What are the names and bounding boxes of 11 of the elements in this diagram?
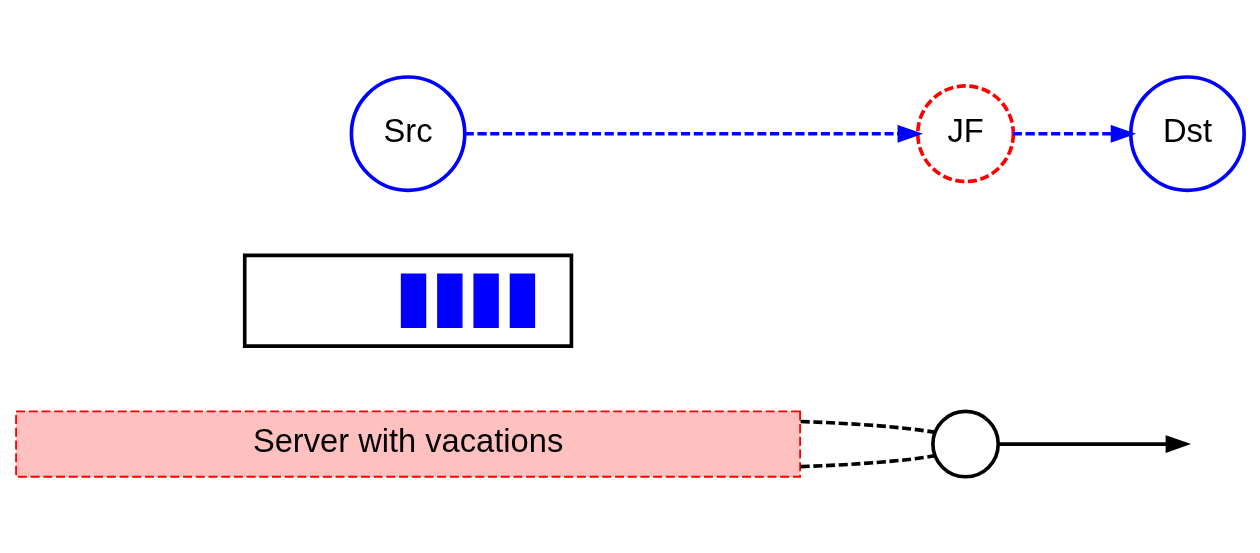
arrow [465, 124, 924, 143]
node-circle: JF [915, 83, 1016, 183]
node-circle: Dst [1129, 74, 1246, 192]
arrow [998, 434, 1192, 453]
arrow [1013, 124, 1137, 143]
node-box: Server with vacations [15, 410, 801, 478]
connector [800, 419, 935, 434]
node-circle [931, 409, 1001, 479]
node-box [242, 253, 574, 348]
node-circle: Src [349, 74, 467, 192]
connector [800, 453, 935, 468]
